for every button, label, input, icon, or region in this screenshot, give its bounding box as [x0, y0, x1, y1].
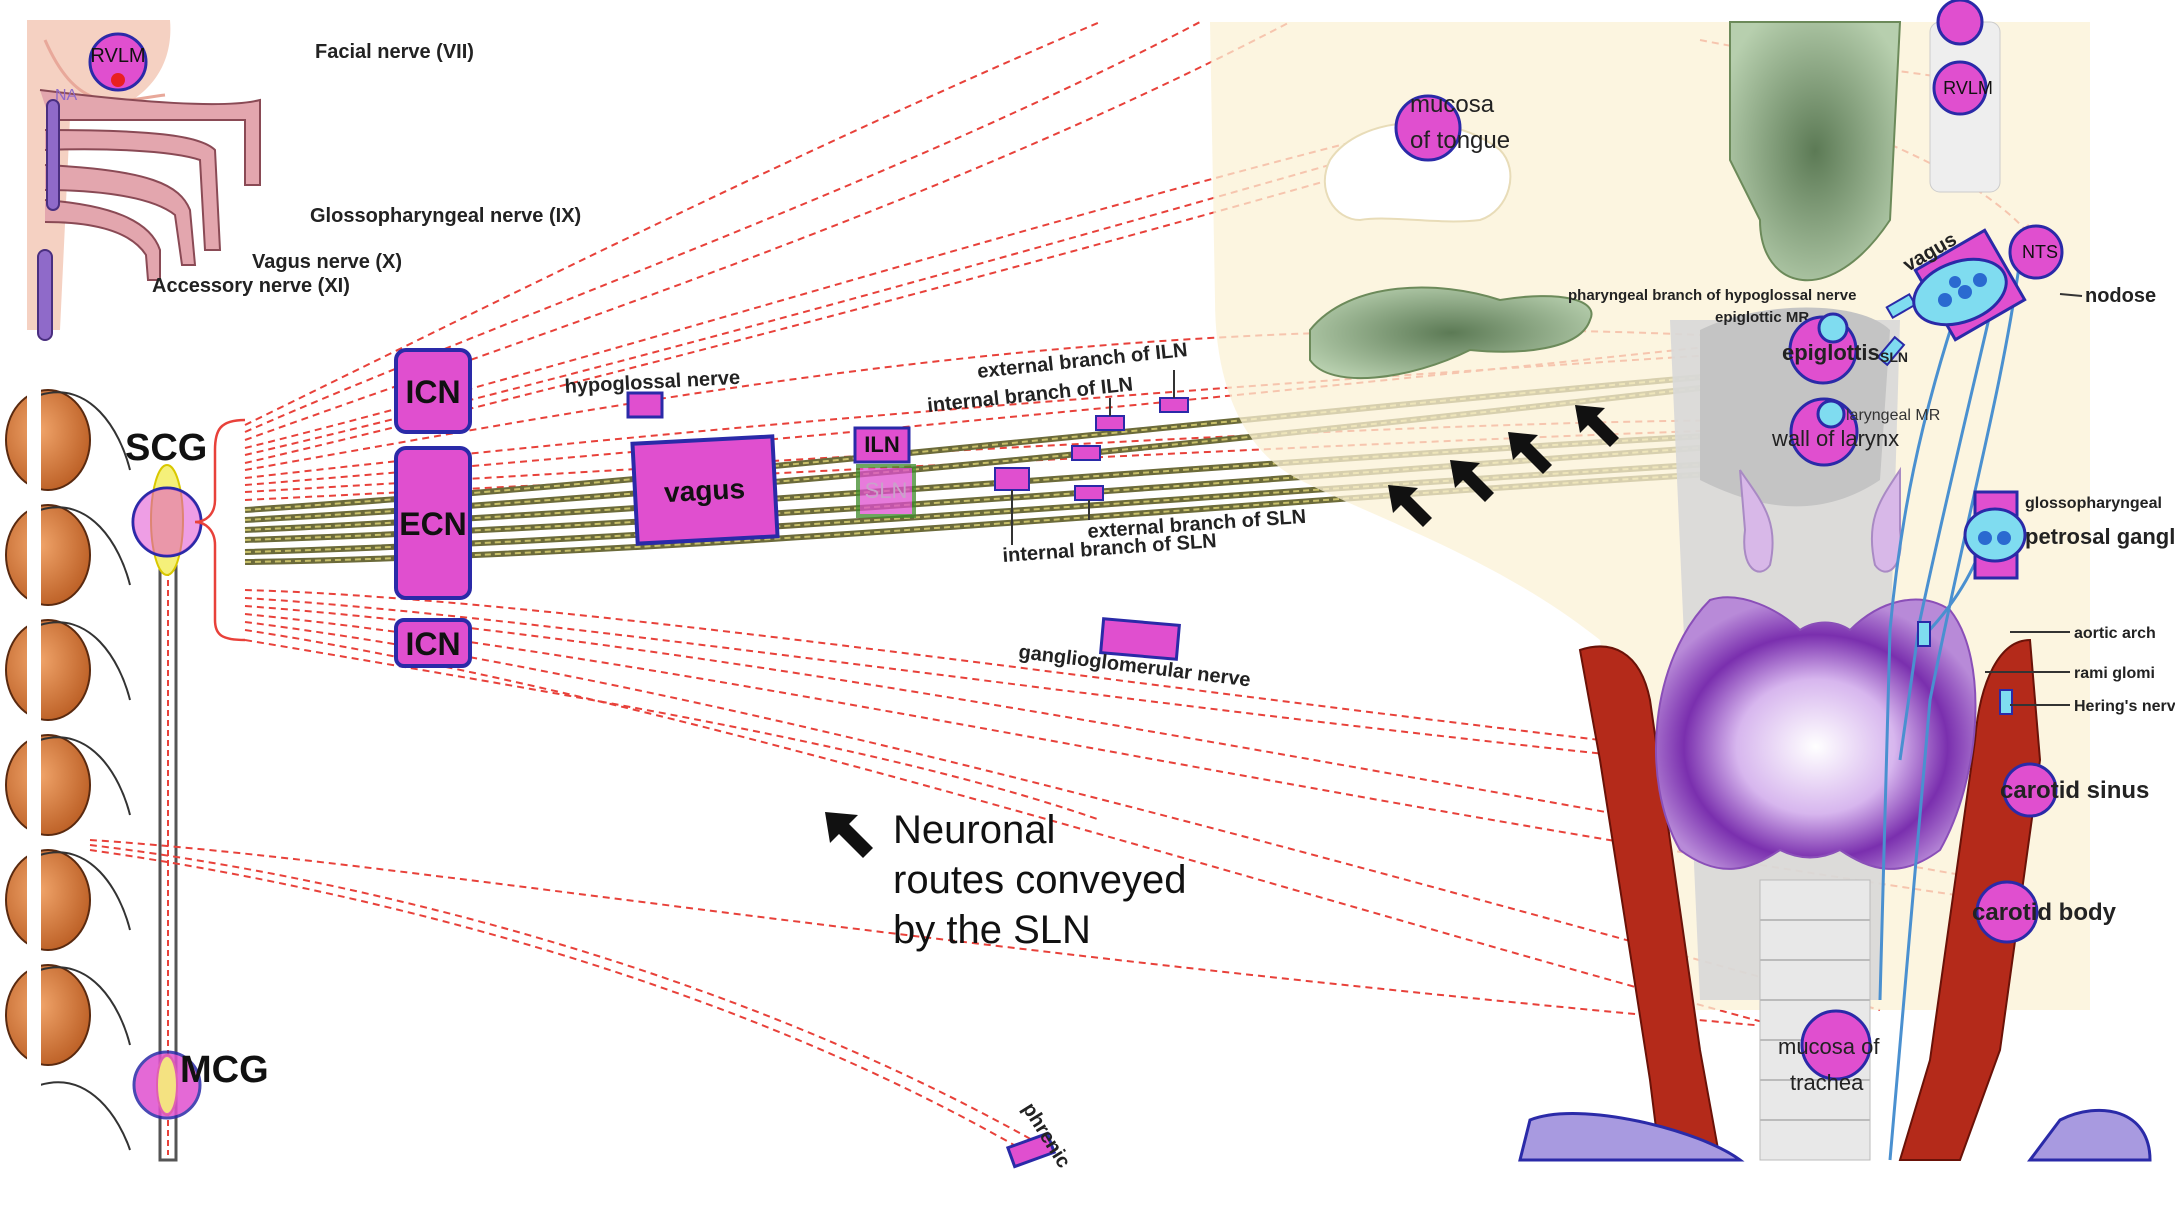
- legend: Neuronal routes conveyed by the SLN: [825, 808, 1187, 952]
- epiglottis-label: epiglottis: [1782, 340, 1880, 365]
- na-label: NA: [55, 87, 78, 104]
- glossopharyngeal-right-label: glossopharyngeal: [2025, 495, 2162, 512]
- int-iln-label: internal branch of ILN: [926, 373, 1134, 416]
- phrenic-node: phrenic: [1005, 1099, 1075, 1172]
- icn-top-node: ICN: [394, 348, 472, 434]
- carotid-sinus-node: carotid sinus: [2000, 762, 2149, 818]
- rvlm-left-label: RVLM: [90, 45, 145, 67]
- brainstem-region: NA: [27, 20, 261, 341]
- wall-larynx-label: wall of larynx: [1771, 426, 1899, 451]
- nodose-label: nodose: [2085, 285, 2156, 307]
- icn-bottom-node: ICN: [394, 618, 472, 668]
- carotid-body-label: carotid body: [1972, 899, 2117, 926]
- mucosa-tongue-node: mucosa of tongue: [1394, 91, 1510, 162]
- vagus-box-label: vagus: [663, 473, 745, 508]
- petrosal-label: petrosal ganglion: [2025, 524, 2175, 549]
- carotid-body-node: carotid body: [1972, 880, 2117, 944]
- laryngeal-mr-label: laryngeal MR: [1846, 407, 1940, 424]
- rvlm-left-node: RVLM: [88, 32, 148, 92]
- wall-larynx-node: laryngeal MR wall of larynx: [1771, 397, 1940, 467]
- sln-small-label: SLN: [1880, 349, 1908, 365]
- iln-branch-nodes: [994, 370, 1189, 545]
- mucosa-trachea-node: mucosa of trachea: [1778, 1009, 1880, 1095]
- epiglottic-mr-label: epiglottic MR: [1715, 309, 1809, 326]
- facial-nerve-label: Facial nerve (VII): [315, 41, 474, 63]
- legend-line-1: Neuronal: [893, 808, 1055, 852]
- nts-label: NTS: [2022, 242, 2058, 262]
- pharyngeal-label: pharyngeal branch of hypoglossal nerve: [1568, 287, 1856, 304]
- sln-route-arrows: [1388, 405, 1619, 527]
- ext-iln-label: external branch of ILN: [976, 339, 1188, 383]
- scg-ganglion: SCG: [125, 427, 207, 558]
- rvlm-right-node: RVLM: [1932, 0, 1993, 116]
- vagus-right-node: vagus: [1900, 228, 2027, 342]
- mucosa-tongue-label-1: mucosa: [1410, 91, 1495, 118]
- accessory-nerve-label: Accessory nerve (XI): [152, 275, 350, 297]
- ganglioglomerular-node: ganglioglomerular nerve: [1017, 617, 1252, 691]
- rvlm-right-label: RVLM: [1943, 78, 1993, 98]
- ecn-label: ECN: [399, 506, 467, 542]
- vertebral-column: [5, 380, 131, 1160]
- rami-glomi-label: rami glomi: [2074, 665, 2155, 682]
- ecn-node: ECN: [394, 446, 472, 600]
- iln-label: ILN: [864, 432, 899, 457]
- icn-bottom-label: ICN: [405, 626, 460, 662]
- petrosal-ganglion-node: glossopharyngeal petrosal ganglion: [1963, 490, 2175, 580]
- legend-arrow-icon: [825, 812, 873, 858]
- mucosa-trachea-label-2: trachea: [1790, 1070, 1864, 1095]
- sln-route-arrow-icon: [1450, 460, 1494, 502]
- scg-label: SCG: [125, 427, 207, 469]
- legend-line-3: by the SLN: [893, 908, 1091, 952]
- nts-node: NTS nodose: [2008, 224, 2156, 307]
- aortic-arch-label: aortic arch: [2074, 625, 2156, 642]
- sln-label: SLN: [865, 478, 908, 503]
- glossopharyngeal-nerve-label: Glossopharyngeal nerve (IX): [310, 205, 581, 227]
- iln-node: ILN: [853, 426, 911, 464]
- icn-top-label: ICN: [405, 374, 460, 410]
- sln-route-arrow-icon: [1575, 405, 1619, 447]
- sln-route-arrow-icon: [1508, 432, 1552, 474]
- sln-route-arrow-icon: [1388, 485, 1432, 527]
- scg-bracket: [194, 418, 246, 642]
- carotid-sinus-label: carotid sinus: [2000, 777, 2149, 804]
- legend-line-2: routes conveyed: [893, 858, 1187, 902]
- head-neck-anatomy: [1210, 21, 2152, 1162]
- hypoglossal-label: hypoglossal nerve: [564, 367, 741, 398]
- sln-node: SLN: [856, 464, 916, 518]
- baroreceptor-labels: aortic arch rami glomi Hering's nerve: [1985, 625, 2175, 715]
- mucosa-tongue-label-2: of tongue: [1410, 127, 1510, 154]
- epiglottis-node: epiglottis: [1782, 312, 1880, 385]
- vagus-node: vagus: [630, 434, 780, 546]
- mcg-label: MCG: [180, 1049, 269, 1091]
- mcg-ganglion: MCG: [132, 1049, 269, 1120]
- vagus-nerve-label: Vagus nerve (X): [252, 251, 402, 273]
- mucosa-trachea-label-1: mucosa of: [1778, 1034, 1880, 1059]
- herings-nerve-label: Hering's nerve: [2074, 698, 2175, 715]
